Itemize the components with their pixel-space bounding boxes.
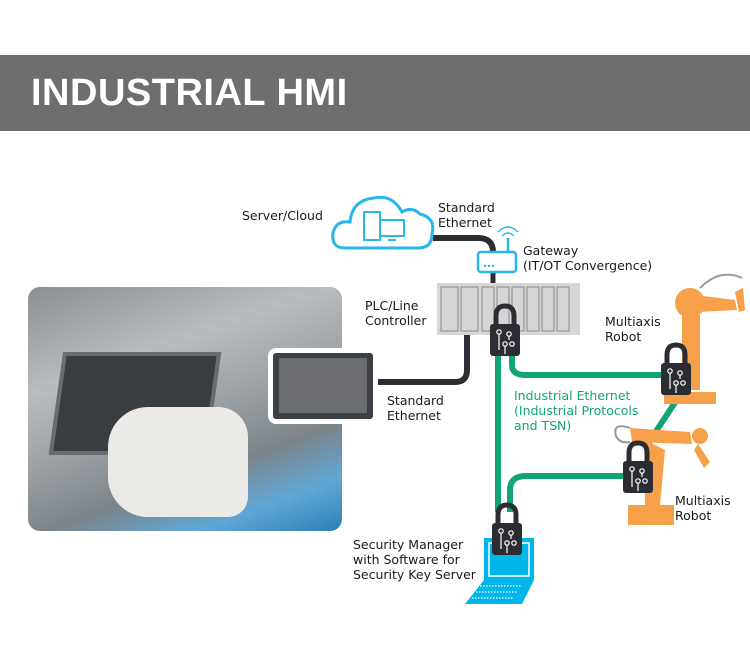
hmi-panel-icon [268,348,378,424]
label-standard-ethernet-bottom: Standard Ethernet [387,393,444,423]
cloud-icon [331,195,435,250]
ethernet-cloud-gateway [433,235,496,253]
gateway-router-icon [476,226,519,274]
label-server-cloud: Server/Cloud [242,208,323,223]
label-plc: PLC/Line Controller [365,298,427,328]
monitor-icon [379,219,405,237]
photo-gloved-hands [108,407,248,517]
page-title: INDUSTRIAL HMI [31,72,348,114]
security-lock-icon-robot-bottom [623,440,653,493]
robot-arm-icon-bottom [614,425,710,525]
security-lock-icon-manager [492,502,522,555]
label-industrial-ethernet: Industrial Ethernet (Industrial Protocol… [514,388,639,433]
robot-arm-icon-top [664,273,745,404]
label-robot-bottom: Multiaxis Robot [675,493,731,523]
label-standard-ethernet-top: Standard Ethernet [438,200,495,230]
label-security-manager: Security Manager with Software for Secur… [353,537,476,582]
security-lock-icon-robot-top [661,342,691,395]
ethernet-plc-hmi [376,335,470,385]
industrial-ethernet-plc-robot [509,355,662,378]
industrial-ethernet-security-robot [507,473,626,512]
title-banner: INDUSTRIAL HMI [0,55,750,131]
security-lock-icon-plc [490,303,520,356]
label-gateway: Gateway (IT/OT Convergence) [523,243,653,273]
label-robot-top: Multiaxis Robot [605,314,661,344]
